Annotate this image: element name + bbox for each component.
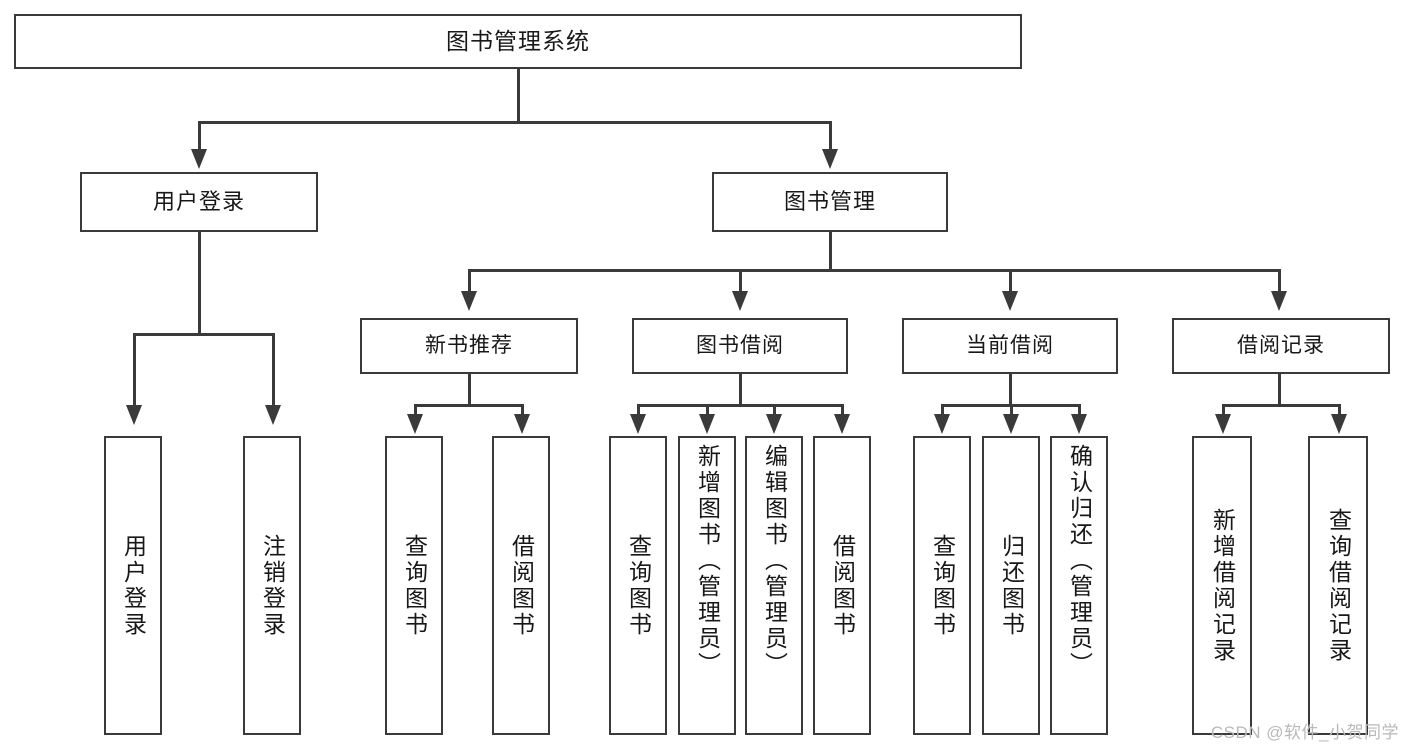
connector-book-borrow-c2 — [706, 404, 709, 416]
arrow-user-login-leaf-1 — [126, 405, 142, 425]
arrow-to-user-login — [191, 149, 207, 169]
node-label: 新书推荐 — [425, 333, 513, 357]
connector-user-login-right — [272, 333, 275, 405]
connector-borrow-record-stem — [1278, 374, 1281, 406]
connector-current-borrow-c1 — [941, 404, 944, 416]
csdn-watermark: CSDN @软件_小贺同学 — [1210, 723, 1399, 742]
node-book-management-system[interactable]: 图书管理系统 — [14, 14, 1022, 69]
connector-new-book-c2 — [521, 404, 524, 416]
connector-book-management-stem — [829, 232, 832, 271]
leaf-borrow-book-recommend[interactable]: 借阅图书 — [492, 436, 550, 735]
arrow-user-login-leaf-2 — [265, 405, 281, 425]
connector-user-login-stem — [198, 232, 201, 335]
leaf-user-login[interactable]: 用户登录 — [104, 436, 162, 735]
arrow-to-book-management — [822, 149, 838, 169]
connector-new-book-c1 — [414, 404, 417, 416]
arrow-borrow-record-leaf-1 — [1215, 414, 1231, 434]
connector-to-user-login — [198, 121, 201, 149]
leaf-confirm-return-admin[interactable]: 确认归还（管理员） — [1050, 436, 1108, 735]
leaf-add-book-admin[interactable]: 新增图书（管理员） — [678, 436, 736, 735]
leaf-logout[interactable]: 注销登录 — [243, 436, 301, 735]
connector-current-borrow-stem — [1009, 374, 1012, 406]
leaf-label: 新增图书（管理员） — [694, 444, 721, 678]
leaf-label: 确认归还（管理员） — [1066, 444, 1093, 678]
leaf-query-borrow-record[interactable]: 查询借阅记录 — [1308, 436, 1368, 735]
connector-new-book-stem — [468, 374, 471, 406]
arrow-to-book-borrow — [732, 291, 748, 311]
node-current-borrow[interactable]: 当前借阅 — [902, 318, 1118, 374]
leaf-edit-book-admin[interactable]: 编辑图书（管理员） — [745, 436, 803, 735]
leaf-query-book-current[interactable]: 查询图书 — [913, 436, 971, 735]
connector-borrow-record-bus — [1222, 404, 1340, 407]
leaf-label: 查询图书 — [929, 533, 956, 638]
connector-current-borrow-c3 — [1078, 404, 1081, 416]
leaf-label: 新增借阅记录 — [1209, 507, 1236, 664]
arrow-current-borrow-leaf-2 — [1003, 414, 1019, 434]
leaf-label: 查询借阅记录 — [1325, 507, 1352, 664]
arrow-current-borrow-leaf-1 — [934, 414, 950, 434]
node-book-management[interactable]: 图书管理 — [712, 172, 948, 232]
node-label: 图书管理 — [783, 189, 876, 215]
connector-user-login-bus — [133, 333, 275, 336]
leaf-label: 用户登录 — [120, 533, 147, 638]
arrow-current-borrow-leaf-3 — [1071, 414, 1087, 434]
connector-book-borrow-stem — [739, 374, 742, 406]
connector-borrow-record-c1 — [1222, 404, 1225, 416]
node-new-book-recommend[interactable]: 新书推荐 — [360, 318, 578, 374]
node-label: 当前借阅 — [966, 333, 1054, 357]
leaf-return-book[interactable]: 归还图书 — [982, 436, 1040, 735]
connector-to-book-management — [829, 121, 832, 149]
leaf-label: 查询图书 — [625, 533, 652, 638]
arrow-new-book-leaf-1 — [407, 414, 423, 434]
connector-to-book-borrow — [739, 269, 742, 291]
connector-new-book-bus — [414, 404, 524, 407]
arrow-new-book-leaf-2 — [514, 414, 530, 434]
leaf-query-book-recommend[interactable]: 查询图书 — [385, 436, 443, 735]
arrow-book-borrow-leaf-4 — [834, 414, 850, 434]
node-user-login[interactable]: 用户登录 — [80, 172, 318, 232]
leaf-add-borrow-record[interactable]: 新增借阅记录 — [1192, 436, 1252, 735]
leaf-label: 借阅图书 — [508, 533, 535, 638]
arrow-book-borrow-leaf-2 — [699, 414, 715, 434]
arrow-to-current-borrow — [1002, 291, 1018, 311]
leaf-label: 注销登录 — [259, 533, 286, 638]
node-label: 借阅记录 — [1237, 333, 1325, 357]
arrow-to-borrow-record — [1271, 291, 1287, 311]
node-borrow-record[interactable]: 借阅记录 — [1172, 318, 1390, 374]
connector-book-borrow-c1 — [637, 404, 640, 416]
arrow-book-borrow-leaf-3 — [766, 414, 782, 434]
leaf-borrow-book[interactable]: 借阅图书 — [813, 436, 871, 735]
node-label: 图书借阅 — [696, 333, 784, 357]
arrow-to-new-book — [461, 291, 477, 311]
leaf-label: 归还图书 — [998, 533, 1025, 638]
node-label: 用户登录 — [152, 189, 245, 215]
leaf-label: 编辑图书（管理员） — [761, 444, 788, 678]
leaf-label: 借阅图书 — [829, 533, 856, 638]
connector-book-borrow-c3 — [773, 404, 776, 416]
connector-borrow-record-c2 — [1338, 404, 1341, 416]
connector-current-borrow-c2 — [1010, 404, 1013, 416]
arrow-borrow-record-leaf-2 — [1331, 414, 1347, 434]
arrow-book-borrow-leaf-1 — [630, 414, 646, 434]
connector-to-borrow-record — [1278, 269, 1281, 291]
node-label: 图书管理系统 — [446, 28, 590, 55]
connector-book-management-bus — [468, 269, 1280, 272]
connector-book-borrow-bus — [637, 404, 843, 407]
leaf-label: 查询图书 — [401, 533, 428, 638]
node-book-borrow[interactable]: 图书借阅 — [632, 318, 848, 374]
connector-book-borrow-c4 — [841, 404, 844, 416]
connector-to-new-book — [468, 269, 471, 291]
connector-to-current-borrow — [1009, 269, 1012, 291]
connector-root-stem — [517, 69, 520, 122]
connector-user-login-left — [133, 333, 136, 405]
leaf-query-book-borrow[interactable]: 查询图书 — [609, 436, 667, 735]
connector-root-bus — [198, 121, 831, 124]
